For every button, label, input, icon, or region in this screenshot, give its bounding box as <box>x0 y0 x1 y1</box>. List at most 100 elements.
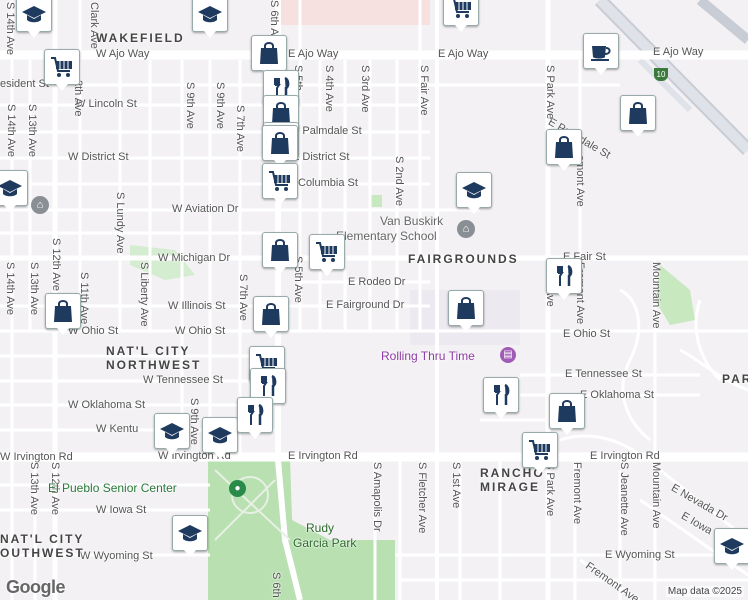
w-irvington-label: W Irvington Rd <box>0 451 73 463</box>
shopping-bag-icon <box>267 130 293 156</box>
marker-shop-2[interactable] <box>620 95 656 137</box>
resident-st-label: esident St <box>0 78 49 90</box>
highway-10-shield: 10 <box>654 68 668 81</box>
marker-school-7[interactable] <box>172 515 208 557</box>
marker-shop-9[interactable] <box>448 290 484 332</box>
e-ajo-way-label: E Ajo Way <box>288 48 339 60</box>
shopping-bag-icon <box>258 301 284 327</box>
w-ohio-label-2: W Ohio St <box>175 325 226 337</box>
van-buskirk-label-1[interactable]: Van Buskirk <box>380 214 444 228</box>
shopping-bag-icon <box>551 134 577 160</box>
marker-shop-6[interactable] <box>262 232 298 274</box>
w-oklahoma-label: W Oklahoma St <box>68 399 146 411</box>
marker-grocery-1[interactable] <box>44 49 80 91</box>
s-13th-label-3: S 13th Ave <box>28 462 40 516</box>
grocery-cart-icon <box>448 0 474 21</box>
w-ohio-label: W Ohio St <box>68 325 119 337</box>
marker-shop-11[interactable] <box>546 129 582 171</box>
s-7th-label-2: S 7th Ave <box>237 274 249 321</box>
marker-school-5[interactable] <box>154 413 190 455</box>
s-12th-label: S 12th Ave <box>50 238 62 292</box>
museum-poi-icon[interactable]: ▤ <box>500 347 516 363</box>
school-icon <box>719 533 745 559</box>
e-irvington-label: E Irvington Rd <box>288 450 358 462</box>
par-area-label: PAR <box>722 372 748 386</box>
senior-center-poi-icon[interactable]: ● <box>229 480 246 497</box>
school-poi-icon-2[interactable]: ⌂ <box>31 196 49 214</box>
marker-school-2[interactable] <box>192 0 228 38</box>
s-lundy-label: S Lundy Ave <box>114 192 126 254</box>
natl-city-sw-label-1: NAT'L CITY <box>0 532 85 546</box>
columbia-st-label: Columbia St <box>298 177 358 189</box>
w-district-label: W District St <box>68 151 129 163</box>
grocery-cart-icon <box>267 168 293 194</box>
marker-shop-5[interactable] <box>262 125 298 167</box>
w-lincoln-label: W Lincoln St <box>75 98 137 110</box>
e-district-label: E District St <box>292 151 350 163</box>
marker-school-1[interactable] <box>16 0 52 38</box>
e-fairground-label: E Fairground Dr <box>326 299 405 311</box>
wakefield-area-label: WAKEFIELD <box>96 31 185 45</box>
school-icon <box>197 1 223 27</box>
e-ajo-way-label-3: E Ajo Way <box>653 46 704 58</box>
marker-school-4[interactable] <box>0 170 28 212</box>
school-icon <box>207 422 233 448</box>
rancho-label-1: RANCHO <box>480 466 545 480</box>
van-buskirk-label-2[interactable]: Elementary School <box>336 229 437 243</box>
s-2nd-label: S 2nd Ave <box>393 156 405 206</box>
marker-restaurant-5[interactable] <box>237 397 273 439</box>
marker-restaurant-2[interactable] <box>546 258 582 300</box>
marker-grocery-2[interactable] <box>443 0 479 32</box>
rancho-label-2: MIRAGE <box>480 480 540 494</box>
w-michigan-label: W Michigan Dr <box>158 252 231 264</box>
w-iowa-label: W Iowa St <box>96 504 147 516</box>
rudy-label-1[interactable]: Rudy <box>306 521 335 535</box>
grocery-cart-icon <box>527 437 553 463</box>
s-12th-top-label: 2th Ave <box>72 80 84 117</box>
marker-school-6[interactable] <box>202 417 238 459</box>
s-6th-label-3: S 6th <box>270 572 282 598</box>
natl-city-sw-label-2: OUTHWEST <box>0 546 85 560</box>
w-ajo-way-label: W Ajo Way <box>96 48 150 60</box>
marker-school-8[interactable] <box>714 528 748 570</box>
marker-grocery-6[interactable] <box>522 432 558 474</box>
s-fletcher-label: S Fletcher Ave <box>416 462 428 534</box>
rudy-label-2[interactable]: Garcia Park <box>293 536 357 550</box>
s-4th-label: S 4th Ave <box>323 65 335 112</box>
fork-knife-icon <box>268 75 294 101</box>
school-icon <box>21 1 47 27</box>
w-illinois-label: W Illinois St <box>168 300 226 312</box>
s-14th-label: S 14th Ave <box>5 104 17 158</box>
marker-shop-1[interactable] <box>251 35 287 77</box>
fremont-label-2: Fremont Ave <box>571 462 583 525</box>
fork-knife-icon <box>488 382 514 408</box>
s-1st-label: S 1st Ave <box>450 462 462 509</box>
school-poi-icon[interactable]: ⌂ <box>457 220 475 238</box>
marker-school-3[interactable] <box>456 172 492 214</box>
s-amapolis-label: S Amapolis Dr <box>371 462 383 532</box>
e-ajo-way-label-2: E Ajo Way <box>438 48 489 60</box>
marker-restaurant-4[interactable] <box>483 377 519 419</box>
marker-shop-8[interactable] <box>253 296 289 338</box>
s-9th-label-b: S 9th Ave <box>214 82 226 129</box>
marker-shop-10[interactable] <box>549 393 585 435</box>
marker-grocery-3[interactable] <box>262 163 298 205</box>
s-13th-label-2: S 13th Ave <box>28 262 40 316</box>
marker-grocery-4[interactable] <box>309 234 345 276</box>
marker-shop-7[interactable] <box>45 293 81 335</box>
w-aviation-label: W Aviation Dr <box>172 203 239 215</box>
w-kentucky-label: W Kentu <box>96 423 139 435</box>
map-copyright: Map data ©2025 <box>665 586 744 597</box>
w-tennessee-label: W Tennessee St <box>143 374 223 386</box>
e-wyoming-label: E Wyoming St <box>605 549 675 561</box>
s-3rd-label: S 3rd Ave <box>359 65 371 113</box>
e-ohio-label: E Ohio St <box>563 328 611 340</box>
el-pueblo-label[interactable]: El Pueblo Senior Center <box>48 481 177 495</box>
e-palmdale-label: E Palmdale St <box>292 125 362 137</box>
s-jeanette-label: S Jeanette Ave <box>618 462 630 536</box>
shopping-bag-icon <box>625 100 651 126</box>
marker-cafe-1[interactable] <box>583 33 619 75</box>
rolling-thru-time-label[interactable]: Rolling Thru Time <box>381 349 475 363</box>
s-fair-label: S Fair Ave <box>418 65 430 116</box>
